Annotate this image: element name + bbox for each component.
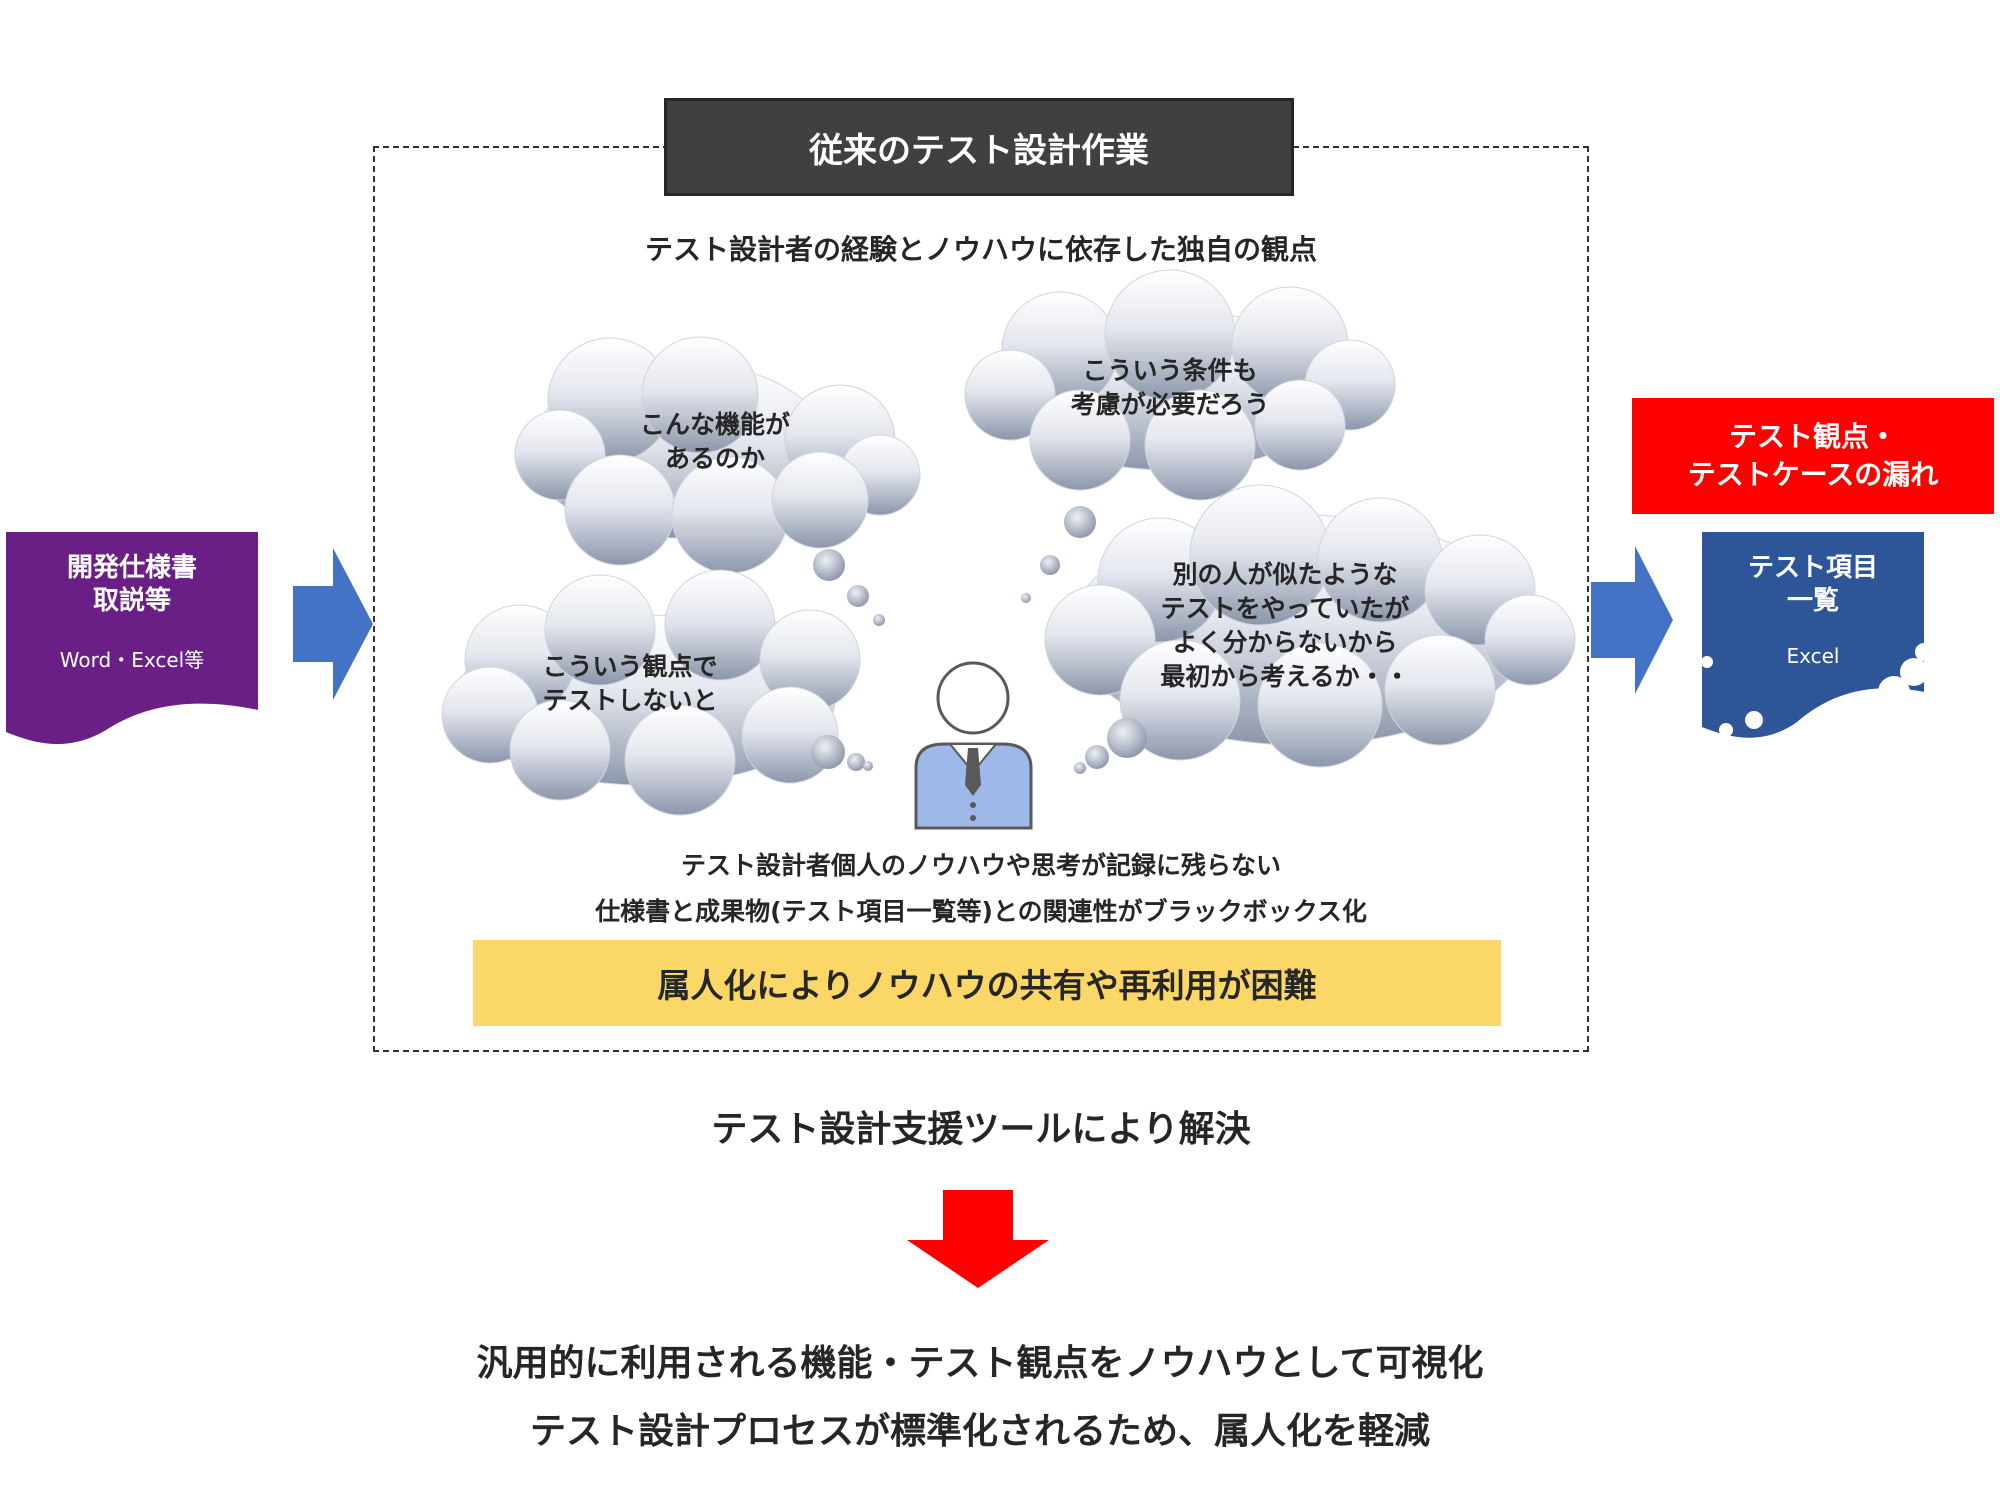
output-document-title-2: 一覧: [1786, 586, 1839, 616]
input-document-label: 開発仕様書 取説等 Word・Excel等: [6, 552, 258, 673]
output-document-label: テスト項目 一覧 Excel: [1702, 552, 1924, 668]
cloud-3-line-1: こういう観点で: [542, 652, 718, 681]
cloud-4-line-2: テストをやっていたが: [1160, 594, 1410, 623]
cloud-2-bubble-1: [1064, 506, 1096, 538]
cloud-2-bubble-2: [1040, 555, 1060, 575]
cloud-1-line-2: あるのか: [664, 444, 765, 473]
cloud-4-bubble-2: [1085, 745, 1109, 769]
issue-line-1: テスト設計者個人のノウハウや思考が記録に残らない: [680, 851, 1281, 880]
cloud-1: [514, 336, 921, 574]
cloud-3-line-2: テストしないと: [542, 686, 718, 715]
cloud-2-bubble-3: [1021, 593, 1031, 603]
subtitle: テスト設計者の経験とノウハウに依存した独自の観点: [644, 233, 1317, 266]
person-icon: [914, 661, 1033, 830]
cloud-1-text: こんな機能が あるのか: [560, 408, 870, 476]
cloud-4-line-3: よく分からないから: [1172, 628, 1398, 657]
cloud-1-bubble-3: [873, 614, 885, 626]
cloud-4: [1044, 484, 1576, 768]
issue-line-2: 仕様書と成果物(テスト項目一覧等)との関連性がブラックボックス化: [595, 897, 1367, 926]
omission-warning-box: テスト観点・ テストケースの漏れ: [1632, 398, 1994, 514]
input-document-format: Word・Excel等: [59, 648, 205, 672]
output-document-format: Excel: [1786, 644, 1840, 668]
cloud-3-bubble-1: [811, 735, 845, 769]
output-document-title-1: テスト項目: [1747, 553, 1878, 583]
cloud-2-text: こういう条件も 考慮が必要だろう: [1010, 354, 1330, 422]
highlight-box: 属人化によりノウハウの共有や再利用が困難: [473, 940, 1501, 1026]
conclusion-line-2: テスト設計プロセスが標準化されるため、属人化を軽減: [529, 1411, 1430, 1452]
cloud-2: [964, 269, 1396, 501]
cloud-4-bubble-1: [1107, 718, 1147, 758]
cloud-3-bubble-2: [847, 753, 865, 771]
cloud-4-text: 別の人が似たような テストをやっていたが よく分からないから 最初から考えるか・…: [1120, 558, 1450, 694]
cloud-4-line-4: 最初から考えるか・・: [1160, 662, 1410, 691]
down-arrow: [907, 1190, 1049, 1288]
cloud-3: [441, 569, 861, 816]
title-box: 従来のテスト設計作業: [664, 98, 1294, 196]
cloud-3-text: こういう観点で テストしないと: [480, 650, 780, 718]
warning-line-2: テストケースの漏れ: [1687, 458, 1939, 491]
cloud-1-line-1: こんな機能が: [639, 410, 790, 439]
cloud-3-bubble-3: [863, 761, 873, 771]
input-document-shape: [6, 532, 258, 745]
input-document-title-2: 取説等: [92, 586, 171, 616]
input-document-title-1: 開発仕様書: [66, 553, 197, 583]
output-arrow: [1591, 546, 1673, 694]
cloud-4-bubble-3: [1074, 762, 1086, 774]
conclusion-line-1: 汎用的に利用される機能・テスト観点をノウハウとして可視化: [476, 1343, 1484, 1384]
solution-text: テスト設計支援ツールにより解決: [711, 1109, 1251, 1150]
cloud-4-line-1: 別の人が似たような: [1172, 560, 1398, 589]
cloud-1-bubble-2: [847, 585, 869, 607]
cloud-1-bubble-1: [813, 549, 845, 581]
input-arrow: [293, 548, 373, 700]
output-document-shape: [1702, 532, 1928, 738]
cloud-2-line-1: こういう条件も: [1082, 356, 1258, 385]
warning-line-1: テスト観点・: [1728, 420, 1897, 453]
cloud-2-line-2: 考慮が必要だろう: [1070, 390, 1270, 419]
